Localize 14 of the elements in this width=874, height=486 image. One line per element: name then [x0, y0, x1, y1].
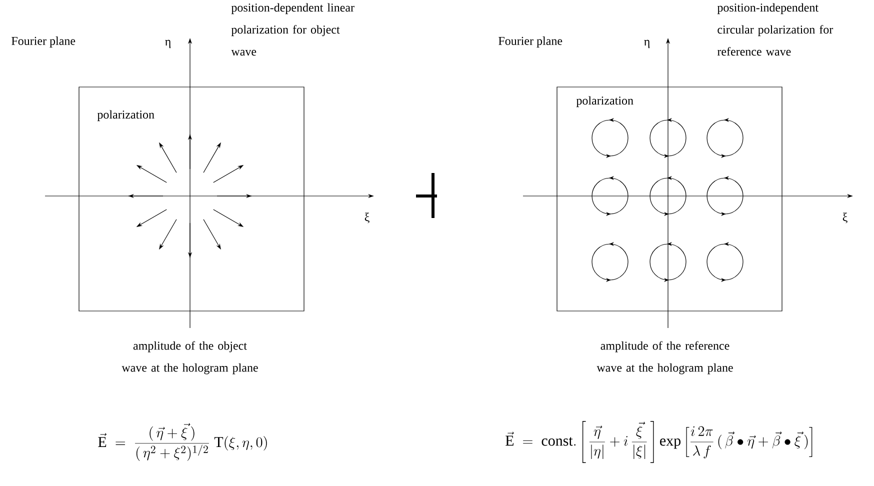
fourier-plane-box: polarization [78, 86, 304, 312]
annotation: position-independent circular polarization for reference wave [717, 3, 834, 56]
formula: $\vec{\mathrm{E}} \;=\; \frac{(\,\vec{\eta} + \vec{\xi}\,)}{(\,\eta^{2} + \xi^{2})^{1/2}}\;\mathrm{T}(\xi,\eta,0)$ [98, 423, 267, 461]
formula: $\vec{\mathrm{E}} \;=\; \mathrm{const.}\left[\,\frac{\vec{\eta}}{|\eta|} + i\,\frac{\vec{\xi}}{|\xi|}\,\right]\mathrm{exp}\left[\frac{i\,2\pi}{\lambda\,f}\,(\,\vec{\beta}\bullet\vec{\eta} + \vec{\beta}\bullet\vec{\xi}\,)\right]$ [506, 421, 812, 463]
caption-text: amplitude of the object wave at the hologram plane [122, 341, 258, 374]
plane-label: Fourier plane [498, 36, 562, 48]
caption-text: amplitude of the reference wave at the hologram plane [596, 341, 733, 374]
plane-label: Fourier plane [12, 36, 76, 48]
axis-label: η [644, 40, 650, 48]
fourier-plane-box: polarization [556, 86, 782, 312]
axis-label: η [165, 40, 171, 48]
axis-label: ξ [842, 212, 848, 224]
annotation: position-dependent linear polarization for object wave [231, 3, 354, 56]
axis-label: ξ [364, 212, 370, 224]
